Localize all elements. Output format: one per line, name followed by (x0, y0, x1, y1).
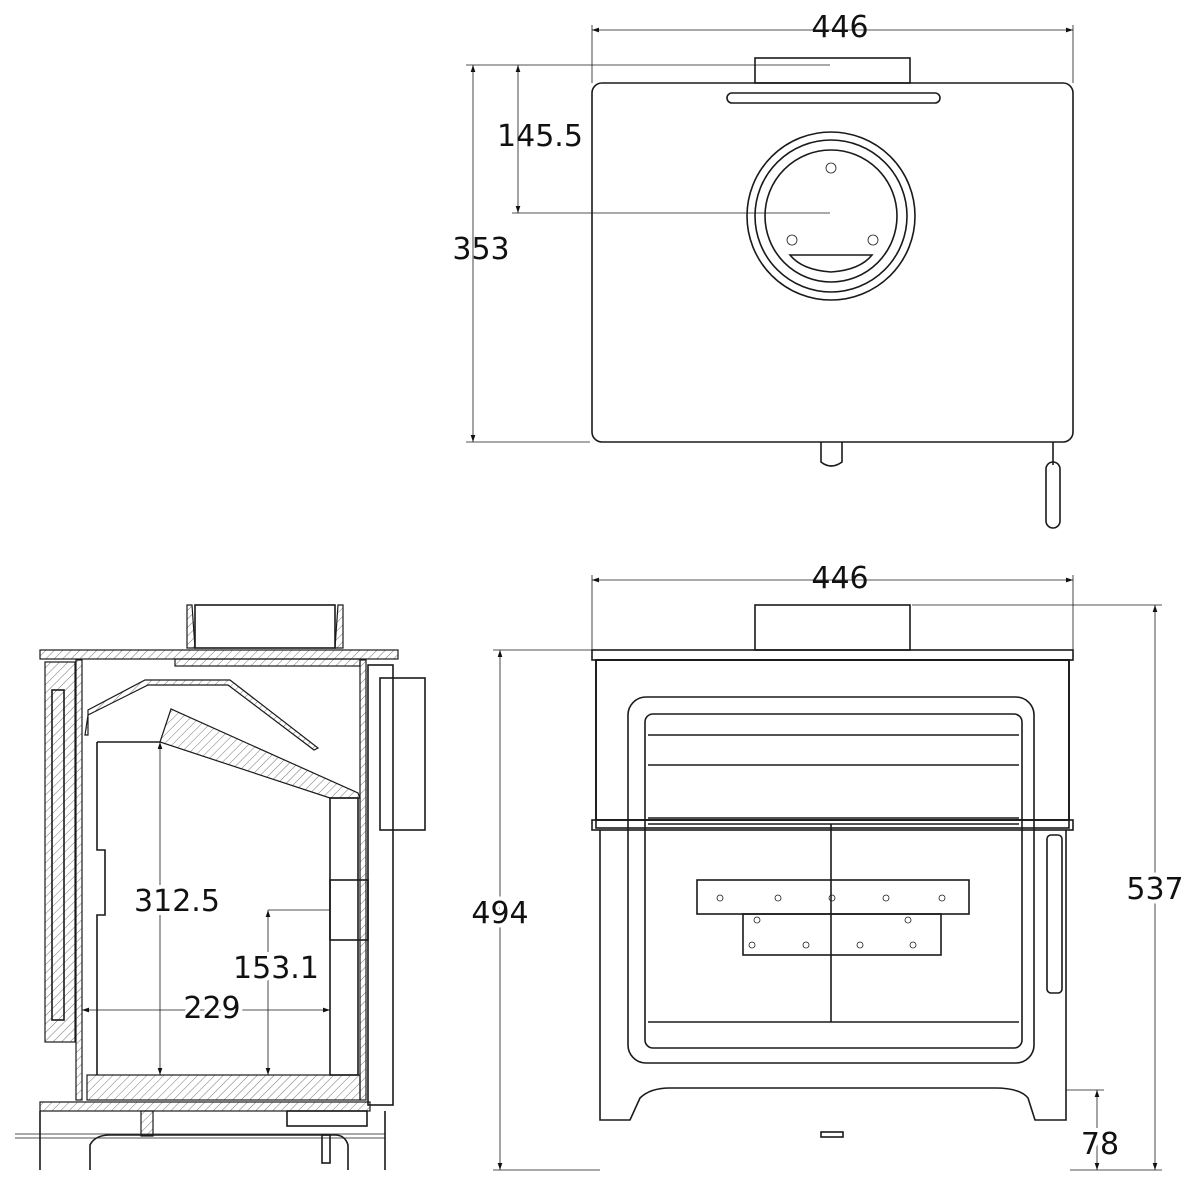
flue-offset-label: 145.5 (497, 119, 583, 154)
door-glass (644, 713, 1023, 1049)
top-handle-bar (726, 92, 941, 104)
door-frame (627, 696, 1035, 1064)
top-plate (591, 82, 1074, 443)
front-width-label: 446 (811, 561, 868, 596)
baffle-brick (159, 708, 361, 799)
flue-ring (746, 131, 916, 301)
firebase-brick (86, 1074, 361, 1101)
plan-width-label: 446 (811, 10, 868, 45)
grate (696, 879, 970, 956)
total-height-label: 537 (1126, 872, 1183, 907)
leg-height-label: 78 (1081, 1127, 1119, 1162)
firebox-height-label: 312.5 (134, 884, 220, 919)
door-handle-plan (1045, 442, 1061, 529)
ash-control (820, 1131, 844, 1138)
base-plate-section (39, 1101, 371, 1112)
leveling-bolt (321, 1134, 331, 1164)
body-height-label: 494 (471, 896, 528, 931)
legs (599, 830, 1067, 1121)
side-section-view (15, 604, 426, 1170)
baffle-plate (84, 679, 320, 751)
flue-collar-front (754, 604, 911, 651)
rear-flue-outlet (379, 677, 426, 831)
plan-view (466, 25, 1074, 529)
front-view (493, 575, 1162, 1171)
top-plate-section (39, 649, 399, 660)
door-handle (1046, 834, 1063, 994)
flue-collar (754, 57, 911, 84)
air-control-tab (820, 442, 843, 467)
firebox-depth-label: 229 (183, 991, 240, 1026)
stove-body (595, 659, 1070, 821)
door-section (44, 661, 76, 1043)
top-plate-front (591, 649, 1074, 661)
flue-collar-side (194, 604, 336, 649)
rear-outlet-height-label: 153.1 (233, 951, 319, 986)
plan-depth-label: 353 (452, 232, 509, 267)
